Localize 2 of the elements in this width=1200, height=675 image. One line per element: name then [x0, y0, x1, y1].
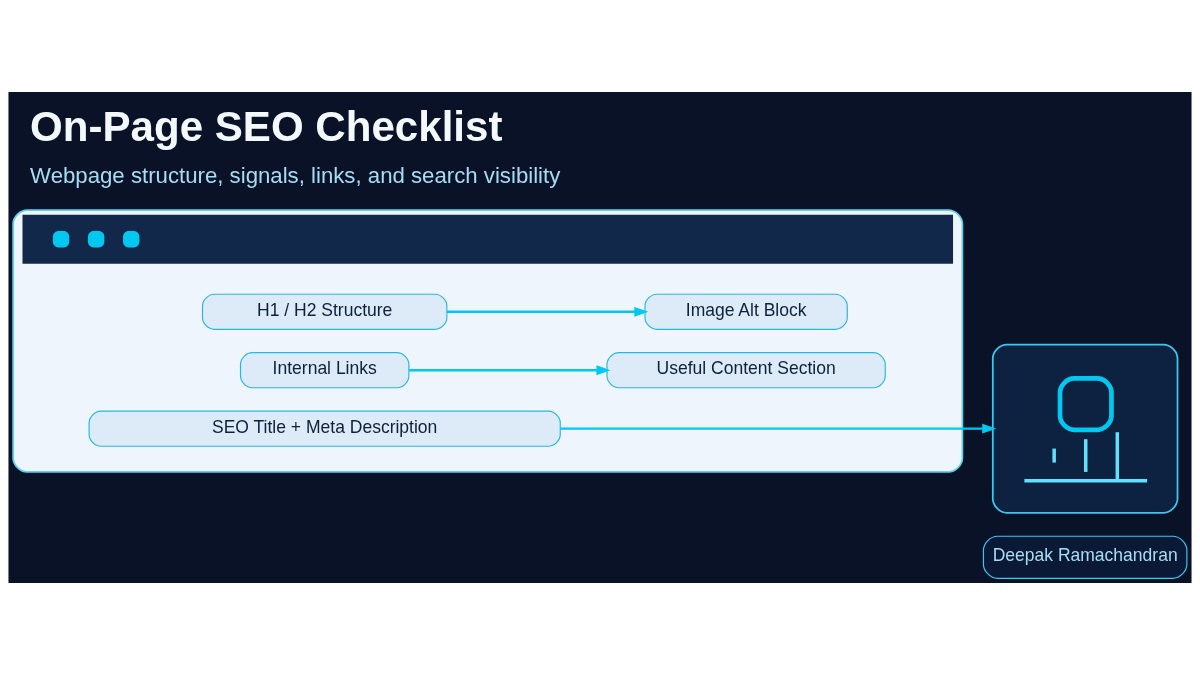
- caption: Webpage structure, signals, links, and search visibility: [30, 162, 561, 188]
- diagram-title: On-Page SEO Checklist: [30, 103, 503, 151]
